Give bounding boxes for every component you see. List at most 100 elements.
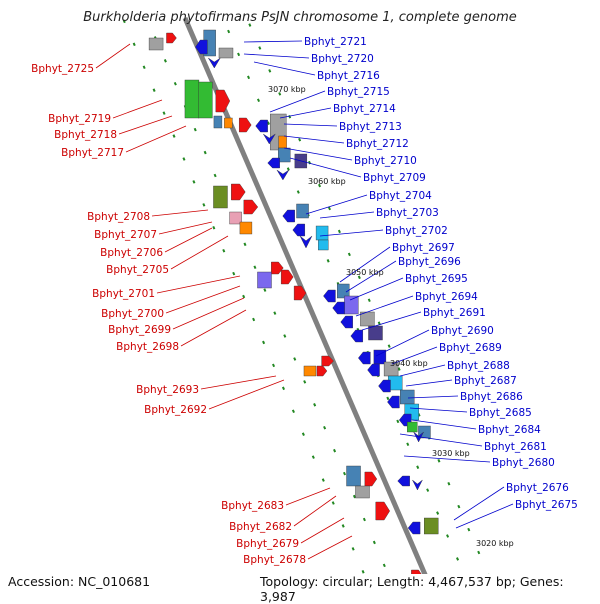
gene-label-left: Bphyt_2699: [108, 324, 171, 336]
gene-label-left: Bphyt_2700: [101, 308, 164, 320]
gene-feature: [407, 521, 421, 535]
label-leader: [319, 229, 384, 237]
gene-feature: [184, 79, 200, 119]
label-leader: [355, 295, 414, 317]
gene-feature: [166, 32, 177, 44]
label-leader: [283, 147, 353, 161]
chromosome-backbone: [182, 17, 439, 600]
gene-feature: [280, 269, 294, 285]
gene-feature: [208, 57, 221, 69]
gene-feature: [231, 183, 246, 201]
gene-feature: [229, 211, 242, 225]
label-leader: [455, 503, 514, 529]
gene-feature: [321, 355, 334, 367]
gene-label-left: Bphyt_2683: [221, 500, 284, 512]
gene-label-right: Bphyt_2691: [423, 307, 486, 319]
label-leader: [409, 407, 468, 413]
label-leader: [269, 90, 326, 113]
gene-feature: [355, 485, 370, 499]
gene-label-left: Bphyt_2718: [54, 129, 117, 141]
gene-label-left: Bphyt_2698: [116, 341, 179, 353]
label-leader: [300, 517, 345, 544]
label-leader: [253, 61, 316, 76]
gene-label-left: Bphyt_2707: [94, 229, 157, 241]
kbp-marker: 3050 kbp: [346, 268, 384, 277]
gene-label-right: Bphyt_2712: [346, 138, 409, 150]
gene-label-right: Bphyt_2714: [333, 103, 396, 115]
gene-feature: [263, 133, 276, 145]
label-leader: [399, 364, 446, 377]
gene-feature: [323, 289, 336, 303]
topology-text: Topology: circular; Length: 4,467,537 bp…: [260, 574, 600, 604]
gene-feature: [218, 47, 234, 59]
gene-feature: [215, 89, 231, 113]
label-leader: [112, 99, 163, 119]
gene-label-left: Bphyt_2705: [106, 264, 169, 276]
gene-feature: [213, 185, 228, 209]
label-leader: [453, 486, 505, 521]
gene-label-right: Bphyt_2676: [506, 482, 569, 494]
gene-label-right: Bphyt_2720: [311, 53, 374, 65]
kbp-marker: 3060 kbp: [308, 177, 346, 186]
gene-feature: [255, 119, 268, 133]
gene-feature: [387, 395, 400, 409]
label-leader: [118, 115, 173, 135]
label-leader-lines: [95, 40, 514, 560]
gene-feature: [340, 315, 353, 329]
gene-feature: [315, 225, 329, 241]
kbp-marker: 3030 kbp: [432, 449, 470, 458]
gene-label-right: Bphyt_2695: [405, 273, 468, 285]
gene-feature: [282, 209, 295, 223]
gene-labels: Bphyt_2725Bphyt_2719Bphyt_2718Bphyt_2717…: [31, 36, 578, 566]
gene-feature: [276, 169, 290, 181]
gene-feature: [424, 517, 439, 535]
gene-label-right: Bphyt_2680: [492, 457, 555, 469]
label-leader: [243, 53, 310, 59]
gene-label-right: Bphyt_2721: [304, 36, 367, 48]
label-leader: [285, 487, 331, 506]
gene-label-left: Bphyt_2679: [236, 538, 299, 550]
label-leader: [283, 135, 345, 144]
gene-feature: [148, 37, 164, 51]
label-leader: [403, 455, 491, 463]
gene-label-left: Bphyt_2678: [243, 554, 306, 566]
gene-feature: [316, 365, 328, 377]
kbp-marker: 3040 kbp: [390, 359, 428, 368]
label-leader: [339, 246, 391, 283]
gene-label-left: Bphyt_2719: [48, 113, 111, 125]
label-leader: [180, 309, 247, 347]
gene-feature: [213, 115, 223, 129]
label-leader: [319, 211, 375, 219]
scale-ticks: [122, 19, 501, 600]
gene-feature: [278, 147, 291, 163]
gene-label-right: Bphyt_2697: [392, 242, 455, 254]
map-title: Burkholderia phytofirmans PsJN chromosom…: [83, 10, 517, 25]
label-leader: [283, 123, 338, 127]
label-leader: [345, 260, 397, 293]
gene-label-right: Bphyt_2710: [354, 155, 417, 167]
label-leader: [279, 107, 332, 119]
gene-label-right: Bphyt_2696: [398, 256, 461, 268]
backbone-line: [182, 17, 439, 600]
gene-label-right: Bphyt_2687: [454, 375, 517, 387]
gene-label-right: Bphyt_2702: [385, 225, 448, 237]
label-leader: [349, 277, 404, 301]
gene-feature: [318, 239, 329, 251]
gene-label-left: Bphyt_2701: [92, 288, 155, 300]
label-leader: [156, 275, 241, 294]
label-leader: [289, 157, 362, 178]
gene-label-right: Bphyt_2684: [478, 424, 541, 436]
gene-feature: [373, 349, 387, 365]
gene-feature: [368, 325, 383, 341]
gene-feature: [407, 421, 418, 433]
gene-label-right: Bphyt_2675: [515, 499, 578, 511]
gene-feature: [198, 81, 213, 119]
gene-label-right: Bphyt_2681: [484, 441, 547, 453]
label-leader: [407, 395, 459, 399]
label-leader: [391, 346, 438, 365]
label-leader: [125, 125, 187, 153]
gene-label-right: Bphyt_2713: [339, 121, 402, 133]
gene-label-left: Bphyt_2692: [144, 404, 207, 416]
gene-feature: [239, 117, 252, 133]
